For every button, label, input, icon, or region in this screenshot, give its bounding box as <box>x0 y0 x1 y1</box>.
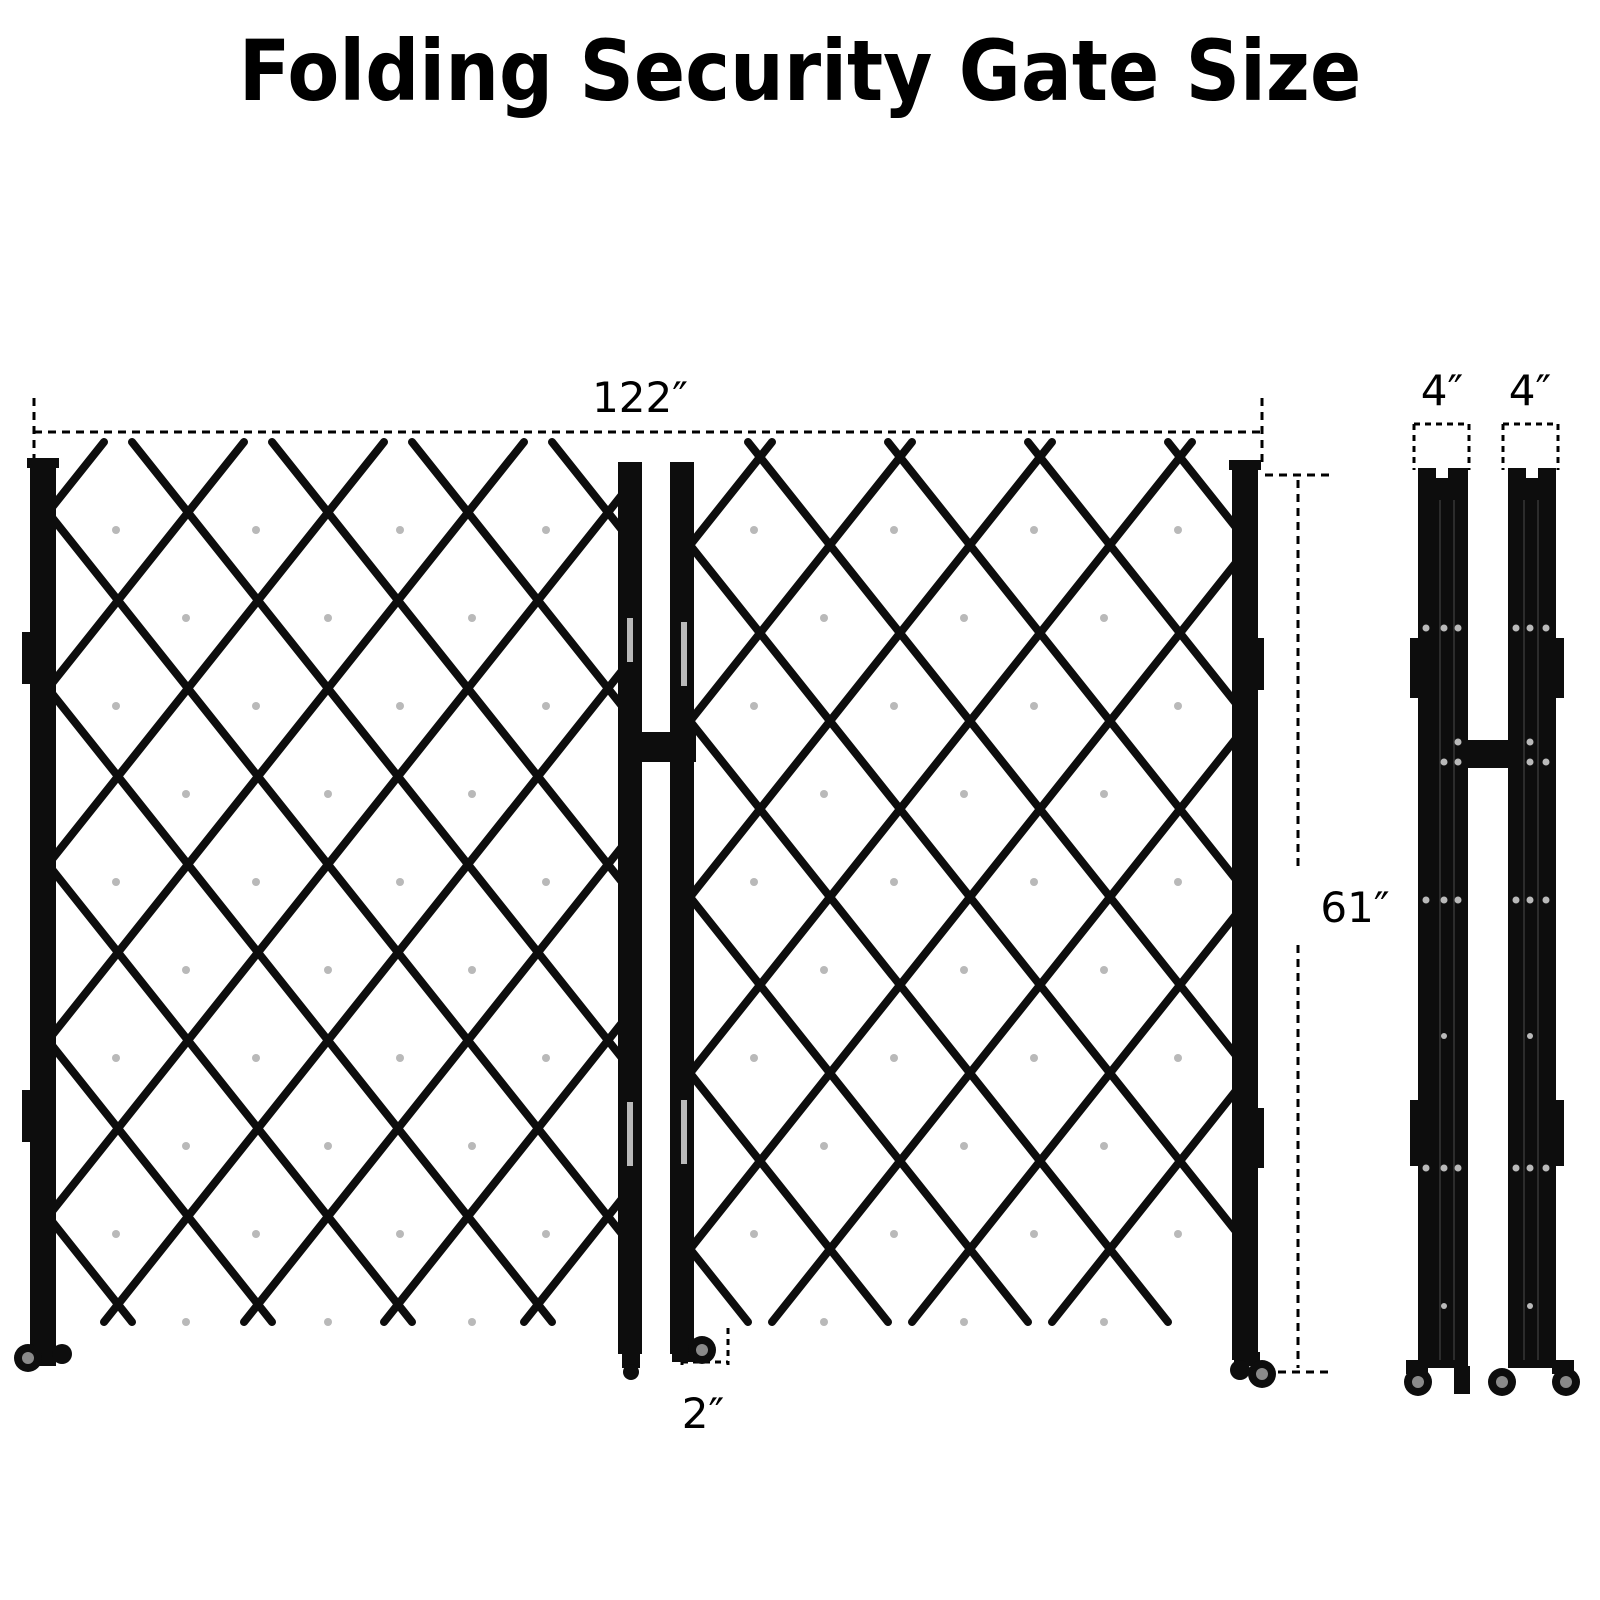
wheel-width-label: 2″ <box>682 1389 724 1438</box>
folded-left-stack <box>1410 468 1468 1368</box>
right-post-bracket-top <box>1250 638 1264 690</box>
right-inner-caster <box>672 1336 716 1364</box>
left-inner-post <box>618 462 642 1354</box>
folded-gate <box>1404 468 1580 1396</box>
right-gate-panel <box>670 438 1276 1388</box>
width-label: 122″ <box>592 373 688 422</box>
left-lattice-rivets <box>112 526 550 1326</box>
right-post-bracket-bottom <box>1250 1108 1264 1168</box>
width-dimension <box>32 398 1264 462</box>
height-label: 61″ <box>1320 883 1389 932</box>
left-outer-post-cap <box>27 458 59 468</box>
right-outer-post <box>1232 462 1258 1360</box>
right-slot-bottom <box>681 1100 687 1164</box>
left-gate-panel <box>14 438 696 1380</box>
folded-depth-dimension-right <box>1501 422 1560 470</box>
latch-slot-bottom <box>627 1102 633 1166</box>
folded-left-depth-label: 4″ <box>1421 366 1463 415</box>
folded-rivets <box>1422 624 1550 1309</box>
folded-depth-dimension-left <box>1412 422 1471 470</box>
right-outer-post-cap <box>1229 460 1261 470</box>
folded-right-depth-label: 4″ <box>1509 366 1551 415</box>
height-dimension <box>1250 473 1332 1374</box>
left-lattice <box>44 438 626 1326</box>
right-lattice <box>686 438 1242 1326</box>
right-slot-top <box>681 622 687 686</box>
right-lattice-rivets <box>750 526 1182 1326</box>
left-outer-caster <box>14 1344 72 1372</box>
folded-latch-plate <box>1468 740 1520 768</box>
diagram-title: Folding Security Gate Size <box>238 22 1362 120</box>
folded-right-stack <box>1508 468 1564 1368</box>
right-outer-caster <box>1230 1352 1276 1388</box>
left-post-bracket-top <box>22 632 38 684</box>
folded-casters <box>1404 1360 1580 1396</box>
right-inner-post <box>670 462 694 1354</box>
left-outer-post <box>30 460 56 1358</box>
left-post-bracket-bottom <box>22 1090 38 1142</box>
left-inner-foot <box>622 1348 640 1380</box>
latch-slot-top <box>627 618 633 662</box>
